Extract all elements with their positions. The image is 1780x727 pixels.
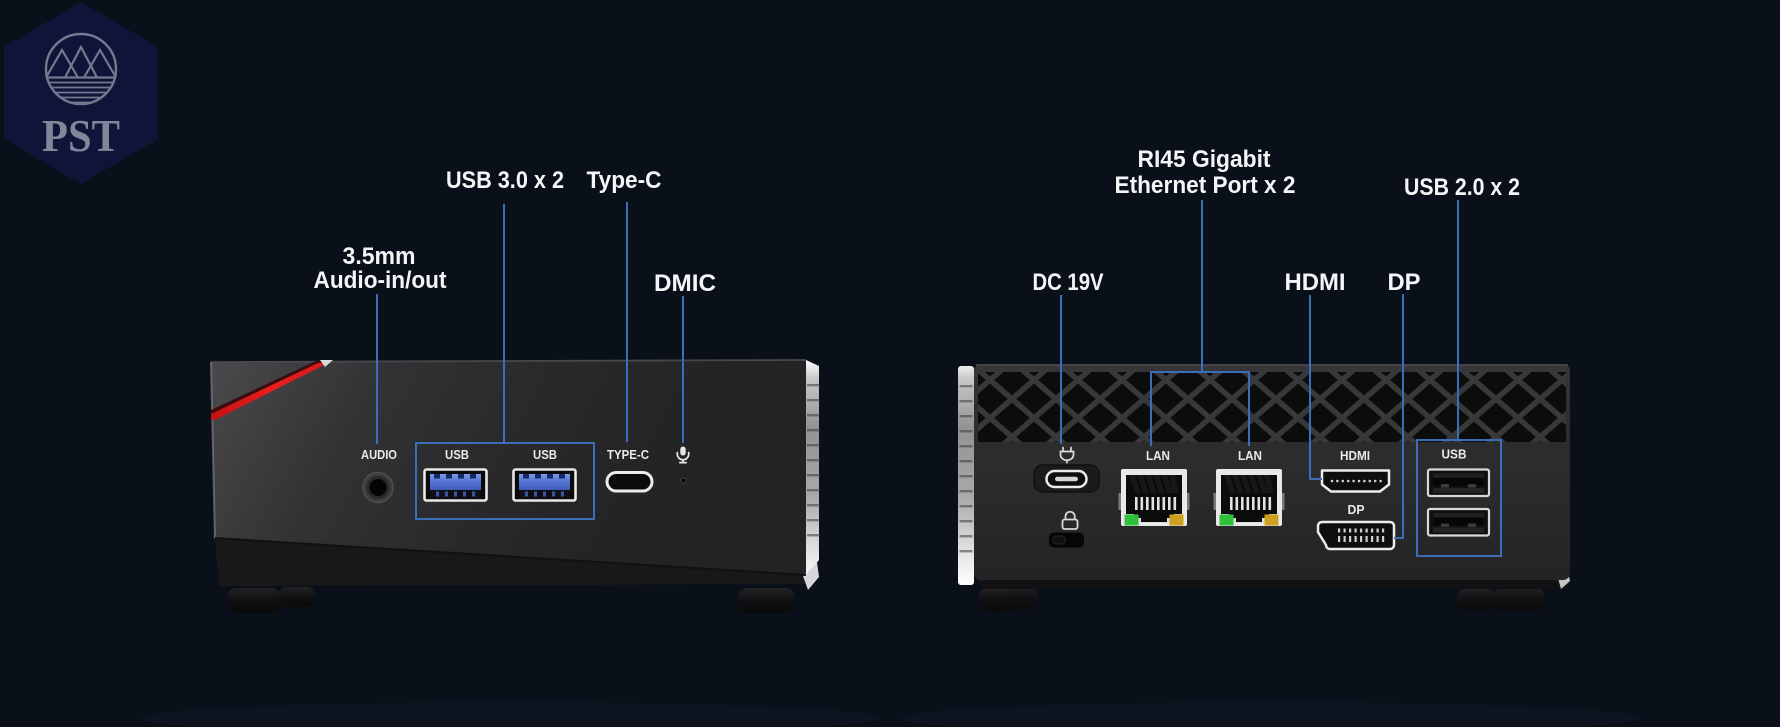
- svg-text:USB 2.0 x 2: USB 2.0 x 2: [1404, 174, 1520, 201]
- svg-text:USB: USB: [445, 448, 469, 462]
- svg-text:3.5mm: 3.5mm: [343, 243, 416, 270]
- svg-text:HDMI: HDMI: [1340, 449, 1370, 463]
- svg-text:USB 3.0 x 2: USB 3.0 x 2: [446, 167, 564, 194]
- svg-text:DC 19V: DC 19V: [1033, 269, 1104, 296]
- svg-text:LAN: LAN: [1238, 449, 1262, 463]
- svg-text:PST: PST: [42, 110, 120, 161]
- svg-text:LAN: LAN: [1146, 449, 1170, 463]
- svg-text:DMIC: DMIC: [654, 270, 716, 297]
- svg-text:AUDIO: AUDIO: [361, 448, 397, 462]
- svg-text:DP: DP: [1348, 503, 1365, 517]
- svg-text:DP: DP: [1388, 269, 1421, 296]
- svg-text:USB: USB: [1442, 448, 1467, 462]
- svg-text:Ethernet Port x 2: Ethernet Port x 2: [1115, 172, 1296, 199]
- svg-text:Type-C: Type-C: [587, 167, 662, 194]
- svg-text:HDMI: HDMI: [1285, 269, 1346, 296]
- svg-text:RI45 Gigabit: RI45 Gigabit: [1138, 146, 1271, 173]
- svg-text:USB: USB: [533, 448, 557, 462]
- svg-text:TYPE-C: TYPE-C: [607, 448, 649, 462]
- svg-text:Audio-in/out: Audio-in/out: [314, 267, 447, 294]
